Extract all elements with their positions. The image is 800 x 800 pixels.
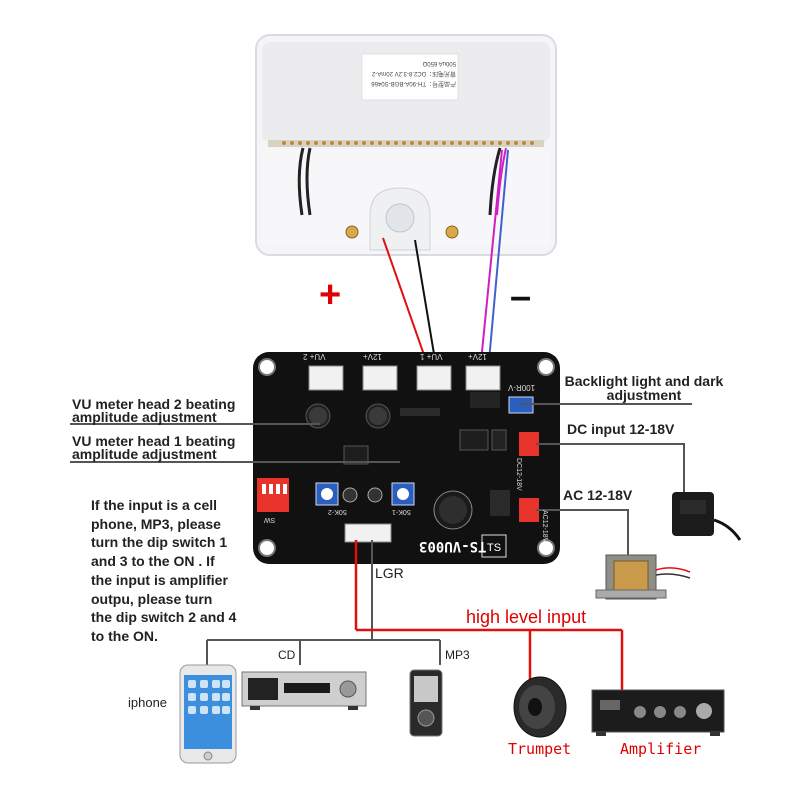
meter-wires xyxy=(382,149,509,373)
dip-switch-annotation: If the input is a cell phone, MP3, pleas… xyxy=(91,496,271,646)
cd-label: CD xyxy=(278,648,296,662)
dip-switch-line: If the input is a cell xyxy=(91,497,218,513)
dc-adapter xyxy=(672,492,742,541)
iphone-device xyxy=(179,664,237,764)
mp3-player-device xyxy=(409,669,443,737)
amplifier-device xyxy=(591,689,725,736)
trumpet-label: Trumpet xyxy=(508,740,572,758)
dip-switch-line: the input is amplifier xyxy=(91,571,228,588)
iphone-label: iphone xyxy=(128,695,168,710)
annotation-lines xyxy=(70,403,692,665)
trumpet-speaker-device xyxy=(513,676,567,738)
board-model: TS-VU003 xyxy=(419,538,487,554)
vu1-annotation: VU meter head 1 beating amplitude adjust… xyxy=(72,433,236,462)
meter-sticker-line: 产品型号：TH-90A-BGB-S0466 xyxy=(371,80,456,86)
connector-label-vu2: VU+ 2 xyxy=(303,352,326,361)
cd-player-device xyxy=(241,671,367,710)
meter-sticker-line: 500uA 650Ω xyxy=(422,60,456,66)
dip-switch-line: turn the dip switch 1 xyxy=(91,534,228,551)
dip-switch-line: to the ON. xyxy=(91,627,158,644)
pcb-board: TS xyxy=(253,352,560,564)
vu-meter-panel xyxy=(255,34,557,256)
plus-sign: + xyxy=(319,274,342,316)
vu2-annotation: VU meter head 2 beating amplitude adjust… xyxy=(72,396,236,425)
connector-label-12v-b: 12V+ xyxy=(468,352,487,361)
dip-switch-line: the dip switch 2 and 4 xyxy=(91,609,237,626)
dc-input-annotation: DC input 12-18V xyxy=(567,421,675,437)
high-level-input-lines xyxy=(354,540,624,690)
ac-input-annotation: AC 12-18V xyxy=(563,487,633,503)
meter-sticker-line: 背光电压：DC2.8-3.2V 20mA-2 xyxy=(371,70,456,76)
lgr-label: LGR xyxy=(375,565,404,581)
svg-text:TS: TS xyxy=(487,542,501,554)
dip-switch-line: and 3 to the ON . If xyxy=(91,553,215,570)
vu2-annotation-line: amplitude adjustment xyxy=(72,409,217,425)
dip-switch-line: phone, MP3, please xyxy=(91,515,221,532)
connector-label-12v-a: 12V+ xyxy=(363,352,382,361)
dc-header-label: DC12-18V xyxy=(515,458,522,491)
pot-label-50k-1: 50K-1 xyxy=(392,508,411,515)
minus-sign: – xyxy=(510,276,532,318)
vu1-annotation-line: amplitude adjustment xyxy=(72,446,217,462)
vu2-annotation-line: VU meter head 2 beating xyxy=(72,396,236,412)
mp3-label: MP3 xyxy=(445,648,470,662)
pot-label-backlight: 100R-V xyxy=(508,383,536,392)
ac-transformer xyxy=(595,554,691,600)
high-level-input-label: high level input xyxy=(466,607,587,627)
vu1-annotation-line: VU meter head 1 beating xyxy=(72,433,236,449)
backlight-annotation: Backlight light and dark adjustment xyxy=(564,373,724,403)
ac-header-label: AC12-18V xyxy=(541,510,548,543)
pot-label-50k-2: 50K-2 xyxy=(328,508,347,515)
dip-switch-line: outpu, please turn xyxy=(91,590,213,607)
connector-label-vu1: VU+ 1 xyxy=(420,352,443,361)
amplifier-label: Amplifier xyxy=(620,740,702,758)
meter-sticker-text: 产品型号：TH-90A-BGB-S0466 背光电压：DC2.8-3.2V 20… xyxy=(366,58,456,88)
